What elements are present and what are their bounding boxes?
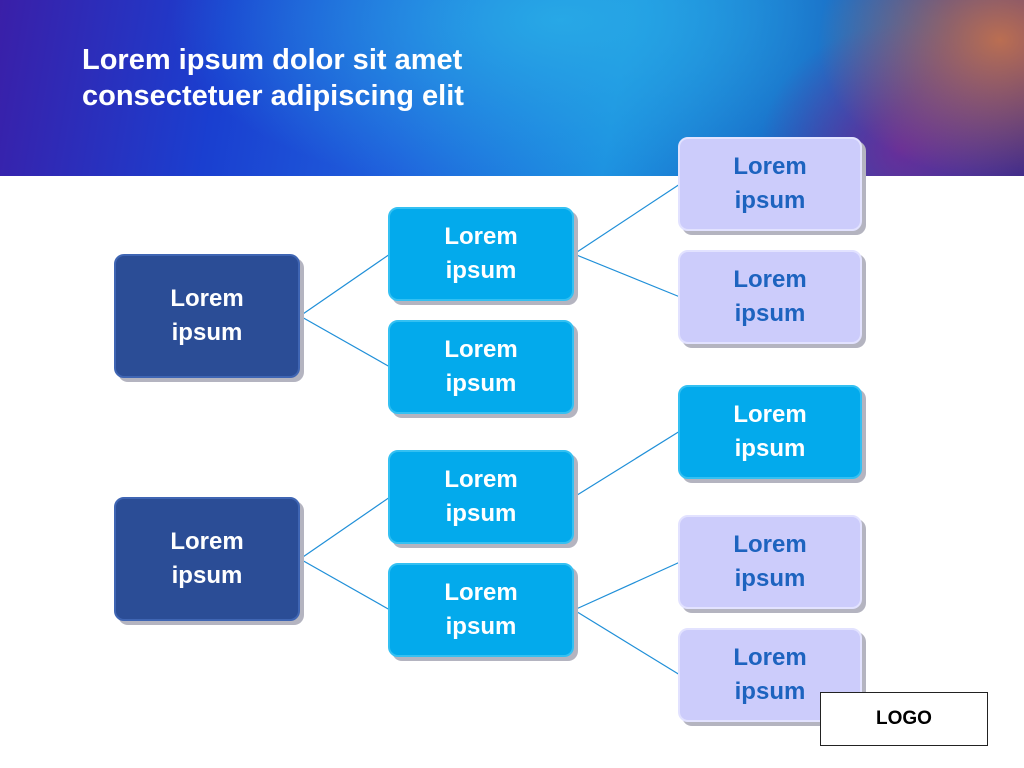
connector-g2-branch-b-leaf-2 [573, 609, 681, 676]
logo-placeholder: LOGO [820, 692, 988, 746]
tree-leaf-2b1[interactable]: Lorem ipsum [678, 515, 862, 609]
tree-branch-2b[interactable]: Lorem ipsum [388, 563, 574, 657]
tree-branch-2a[interactable]: Lorem ipsum [388, 450, 574, 544]
connector-g1-branch-a-leaf-1 [573, 183, 681, 255]
tree-leaf-1a1[interactable]: Lorem ipsum [678, 137, 862, 231]
tree-root-2[interactable]: Lorem ipsum [114, 497, 300, 621]
tree-leaf-2b2[interactable]: Lorem ipsum [678, 628, 862, 722]
slide-title: Lorem ipsum dolor sit amet consectetuer … [82, 42, 464, 114]
tree-leaf-2a1[interactable]: Lorem ipsum [678, 385, 862, 479]
connector-g1-root-branch-b [299, 315, 391, 368]
tree-branch-1b[interactable]: Lorem ipsum [388, 320, 574, 414]
slide-title-line1: Lorem ipsum dolor sit amet [82, 44, 463, 76]
tree-root-1[interactable]: Lorem ipsum [114, 254, 300, 378]
connector-g1-branch-a-leaf-2 [573, 253, 681, 298]
connector-g2-root-branch-a [299, 496, 391, 560]
connector-g2-branch-b-leaf-1 [573, 561, 681, 611]
tree-leaf-1a2[interactable]: Lorem ipsum [678, 250, 862, 344]
connector-g2-root-branch-b [299, 558, 391, 611]
connector-g2-branch-a-leaf-1 [573, 430, 681, 498]
connector-g1-root-branch-a [299, 253, 391, 317]
tree-branch-1a[interactable]: Lorem ipsum [388, 207, 574, 301]
slide-title-line2: consectetuer adipiscing elit [82, 80, 464, 112]
